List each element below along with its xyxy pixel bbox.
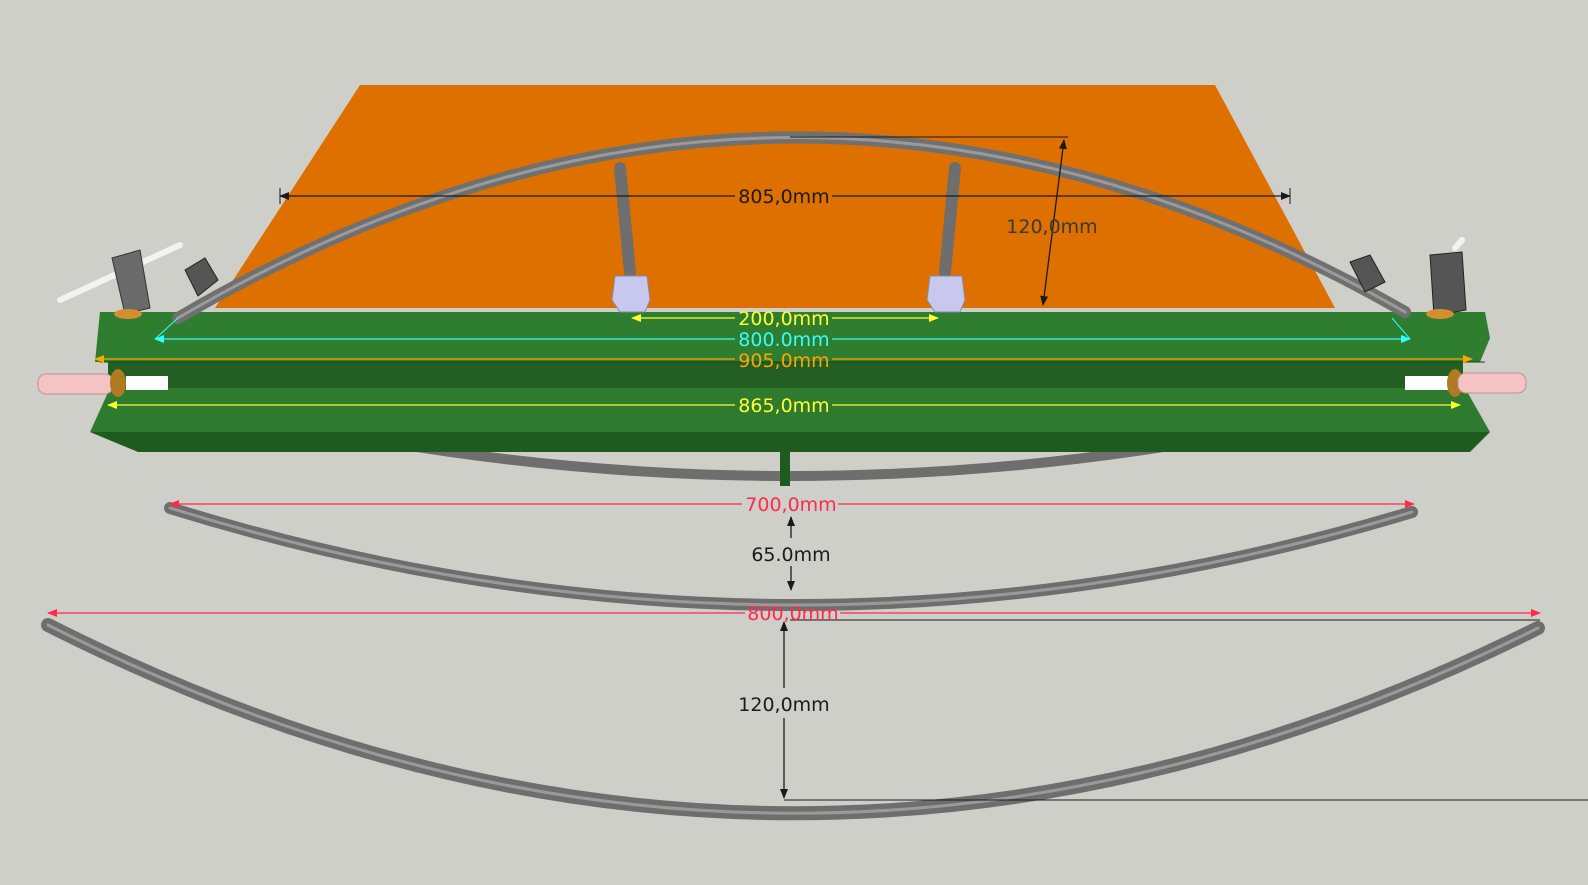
- dim-rail-lower-label: 865,0mm: [738, 395, 829, 417]
- dim-rail-outer: 905,0mm: [94, 350, 1473, 372]
- dim-post-spacing: 200,0mm: [631, 308, 939, 330]
- green-rail: [90, 312, 1490, 486]
- compression-fitting-right: [926, 275, 966, 313]
- compression-fitting-left: [611, 275, 651, 313]
- dim-post-spacing-label: 200,0mm: [738, 308, 829, 330]
- dim-bow-small-width: 700,0mm: [169, 494, 1415, 516]
- dim-bow-small-depth-label: 65.0mm: [751, 544, 830, 566]
- dim-rail-inner-label: 800.0mm: [738, 329, 829, 351]
- t-handle-clamp-left: [57, 242, 219, 319]
- dim-rail-lower: 865,0mm: [107, 395, 1461, 417]
- lower-bow-large: [41, 618, 1545, 821]
- end-cap-pin-left: [37, 369, 168, 397]
- t-handle-clamp-right: [1349, 237, 1467, 319]
- dim-bow-small-depth: 65.0mm: [751, 516, 831, 591]
- dim-bow-small-width-label: 700,0mm: [745, 494, 836, 516]
- dim-rail-outer-label: 905,0mm: [738, 350, 829, 372]
- dim-rail-inner: 800.0mm: [154, 317, 1411, 351]
- center-rib: [780, 440, 790, 486]
- end-cap-pin-right: [1405, 369, 1527, 397]
- dim-arch-height: 120,0mm: [790, 136, 1098, 306]
- dim-bow-large-width-label: 800,0mm: [747, 603, 838, 625]
- dim-bow-large-width: 800,0mm: [47, 603, 1541, 625]
- support-post-right: [926, 162, 966, 313]
- support-post-left: [611, 162, 651, 313]
- dim-bow-large-depth: 120,0mm: [738, 621, 1588, 801]
- dim-bow-large-depth-label: 120,0mm: [738, 694, 829, 716]
- dim-arch-height-label: 120,0mm: [1006, 216, 1097, 238]
- dim-arch-width-label: 805,0mm: [738, 186, 829, 208]
